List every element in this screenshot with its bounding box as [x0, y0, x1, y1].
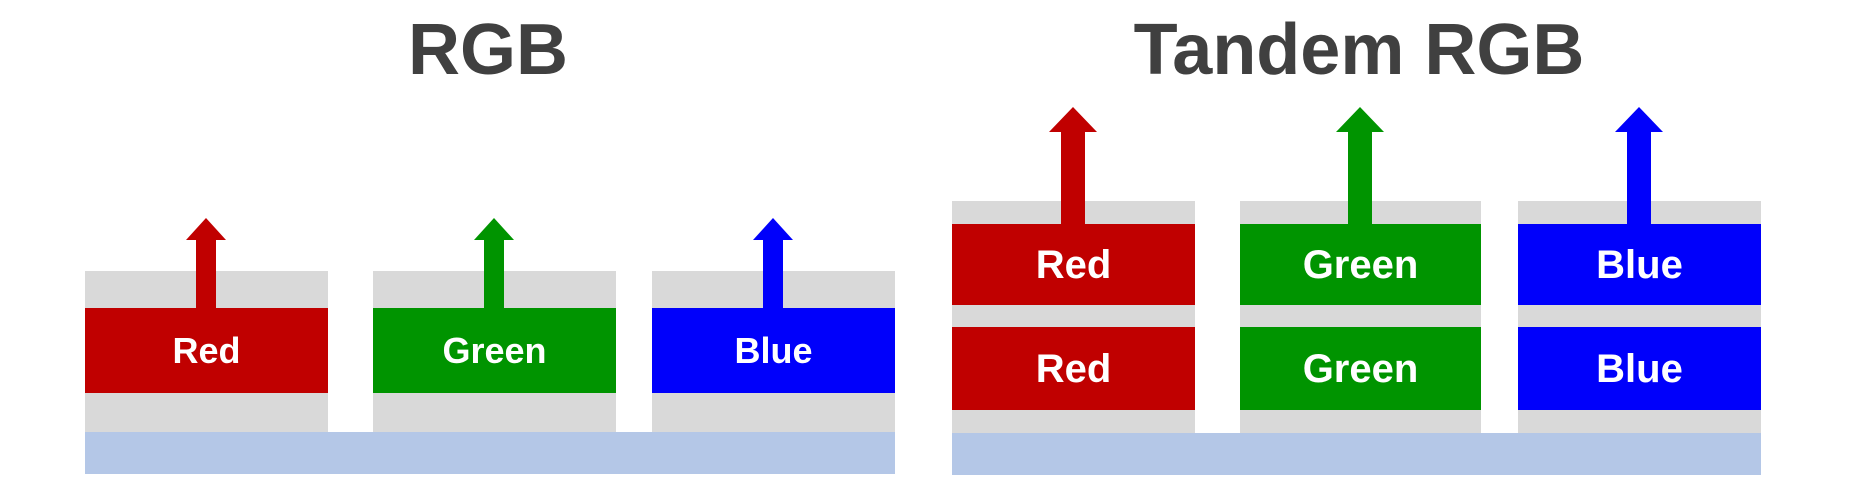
bottom-electrode-layer: [85, 393, 328, 432]
green-emissive-layer-lower: Green: [1240, 327, 1481, 410]
blue-emissive-layer-lower: Blue: [1518, 327, 1761, 410]
right-substrate-layer: [952, 433, 1761, 475]
arrow-head: [474, 218, 514, 240]
tandem-red-emission-arrow-icon: [1049, 107, 1097, 224]
green-emissive-layer-upper: Green: [1240, 224, 1481, 305]
arrow-head: [1615, 107, 1663, 132]
arrow-head: [1049, 107, 1097, 132]
layer-label: Red: [1035, 242, 1112, 287]
bottom-electrode-layer: [373, 393, 616, 432]
arrow-head: [1336, 107, 1384, 132]
arrow-shaft: [196, 240, 216, 308]
tandem-green-emission-arrow-icon: [1336, 107, 1384, 224]
green-emissive-layer: Green: [373, 308, 616, 393]
right-diagram-title: Tandem RGB: [1133, 10, 1585, 90]
blue-emissive-layer-upper: Blue: [1518, 224, 1761, 305]
interconnect-layer: [1518, 305, 1761, 327]
arrow-shaft: [1348, 132, 1372, 224]
tandem-blue-emission-arrow-icon: [1615, 107, 1663, 224]
interconnect-layer: [952, 305, 1195, 327]
arrow-shaft: [1627, 132, 1651, 224]
bottom-electrode-layer: [952, 410, 1195, 433]
bottom-electrode-layer: [1240, 410, 1481, 433]
layer-label: Blue: [1596, 242, 1683, 287]
arrow-shaft: [484, 240, 504, 308]
rgb-blue-pixel-stack: Blue: [652, 271, 895, 432]
layer-label: Blue: [734, 329, 813, 371]
bottom-electrode-layer: [652, 393, 895, 432]
green-emission-arrow-icon: [474, 218, 514, 308]
layer-label: Green: [1302, 242, 1419, 287]
layer-label: Green: [1302, 346, 1419, 391]
red-emissive-layer-upper: Red: [952, 224, 1195, 305]
bottom-electrode-layer: [1518, 410, 1761, 433]
blue-emission-arrow-icon: [753, 218, 793, 308]
arrow-shaft: [1061, 132, 1085, 224]
blue-emissive-layer: Blue: [652, 308, 895, 393]
arrow-head: [753, 218, 793, 240]
left-substrate-layer: [85, 432, 895, 474]
tandem-green-pixel-stack: Green Green: [1240, 201, 1481, 433]
left-diagram-title: RGB: [408, 10, 568, 90]
red-emissive-layer: Red: [85, 308, 328, 393]
layer-label: Green: [442, 329, 547, 371]
arrow-head: [186, 218, 226, 240]
arrow-shaft: [763, 240, 783, 308]
tandem-red-pixel-stack: Red Red: [952, 201, 1195, 433]
interconnect-layer: [1240, 305, 1481, 327]
red-emissive-layer-lower: Red: [952, 327, 1195, 410]
layer-label: Red: [172, 329, 241, 371]
tandem-blue-pixel-stack: Blue Blue: [1518, 201, 1761, 433]
layer-label: Blue: [1596, 346, 1683, 391]
red-emission-arrow-icon: [186, 218, 226, 308]
layer-label: Red: [1035, 346, 1112, 391]
rgb-red-pixel-stack: Red: [85, 271, 328, 432]
